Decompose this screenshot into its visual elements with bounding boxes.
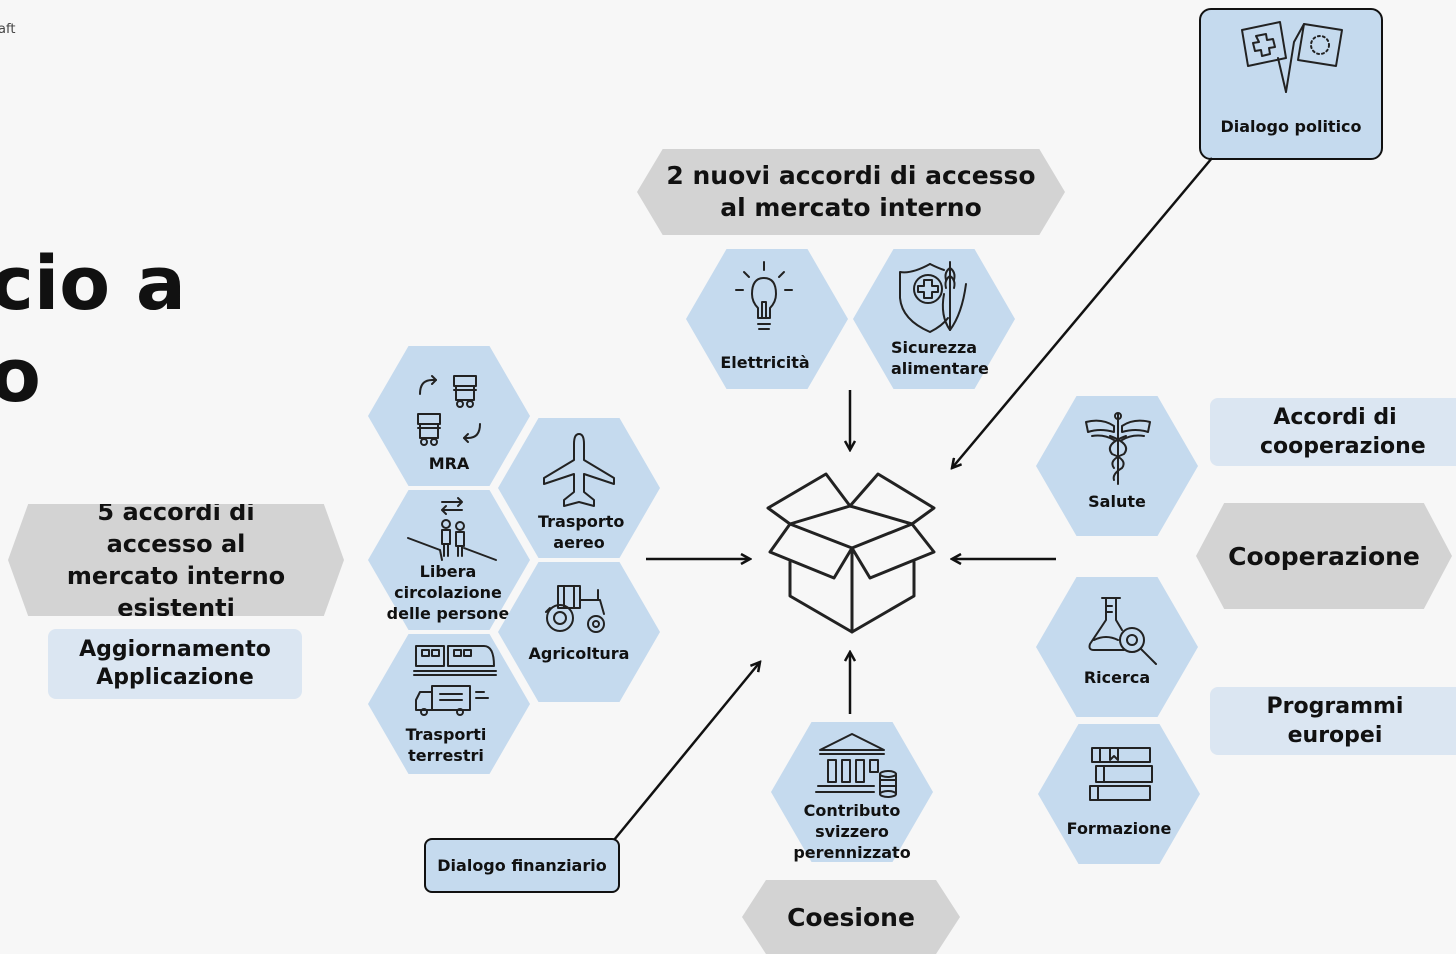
cooperation-agreements-label: Accordi di cooperazione xyxy=(1260,405,1426,459)
european-programs-label: Programmi europei xyxy=(1266,694,1404,748)
free-movement-label: Libera circolazione delle persone xyxy=(386,562,510,623)
land-transport-label: Trasporti terrestri xyxy=(405,725,487,765)
new-agreements-line-1: 2 nuovi accordi di accesso xyxy=(666,161,1036,190)
financial-dialogue-label: Dialogo finanziario xyxy=(437,856,607,875)
hex-food-safety xyxy=(853,249,1015,389)
agriculture-label: Agricoltura xyxy=(528,644,630,663)
existing-agreements-header: 5 accordi di accesso al mercato interno … xyxy=(8,504,344,616)
airplane-icon xyxy=(543,433,615,507)
european-programs-box: Programmi europei xyxy=(1210,687,1456,755)
political-dialogue-box: Dialogo politico xyxy=(1199,8,1383,160)
food-safety-label: Sicurezza alimentare xyxy=(891,338,989,378)
cohesion-header: Coesione xyxy=(742,880,960,954)
caduceus-icon xyxy=(1085,412,1151,485)
cooperation-header: Cooperazione xyxy=(1196,503,1452,609)
application-label: Applicazione xyxy=(96,665,254,690)
flask-icon xyxy=(1088,597,1157,665)
bank-coins-icon xyxy=(815,733,897,798)
title-line-2: o xyxy=(0,333,41,419)
education-label: Formazione xyxy=(1066,819,1172,838)
health-label: Salute xyxy=(1088,492,1146,511)
train-truck-icon xyxy=(413,645,497,716)
update-label: Aggiornamento xyxy=(79,637,271,662)
new-agreements-line-2: al mercato interno xyxy=(720,193,982,222)
arrow-from-political-dialogue xyxy=(952,157,1213,468)
page-title: cio a o xyxy=(0,238,186,422)
research-label: Ricerca xyxy=(1083,668,1151,687)
swiss-contribution-label: Contributo svizzero perennizzato xyxy=(793,801,911,862)
electricity-label: Elettricità xyxy=(720,353,810,372)
air-transport-label: Trasporto aereo xyxy=(538,512,625,552)
corner-text: aft xyxy=(0,22,16,37)
hex-mra xyxy=(368,346,530,486)
tractor-icon xyxy=(545,585,605,633)
lightbulb-icon xyxy=(735,261,793,330)
open-box-icon xyxy=(766,472,936,634)
trade-carts-icon xyxy=(417,375,481,446)
cooperation-agreements-box: Accordi di cooperazione xyxy=(1210,398,1456,466)
people-walking-icon xyxy=(407,497,497,561)
title-line-1: cio a xyxy=(0,241,186,327)
political-dialogue-label: Dialogo politico xyxy=(1220,117,1362,136)
mra-label: MRA xyxy=(428,454,470,473)
shield-wheat-icon xyxy=(899,261,967,333)
books-icon xyxy=(1089,747,1153,801)
arrow-from-financial-dialogue xyxy=(613,662,760,841)
flags-icon xyxy=(1241,21,1343,93)
update-application-box: Aggiornamento Applicazione xyxy=(48,629,302,699)
new-agreements-header: 2 nuovi accordi di accesso al mercato in… xyxy=(637,149,1065,235)
financial-dialogue-box: Dialogo finanziario xyxy=(424,838,620,893)
